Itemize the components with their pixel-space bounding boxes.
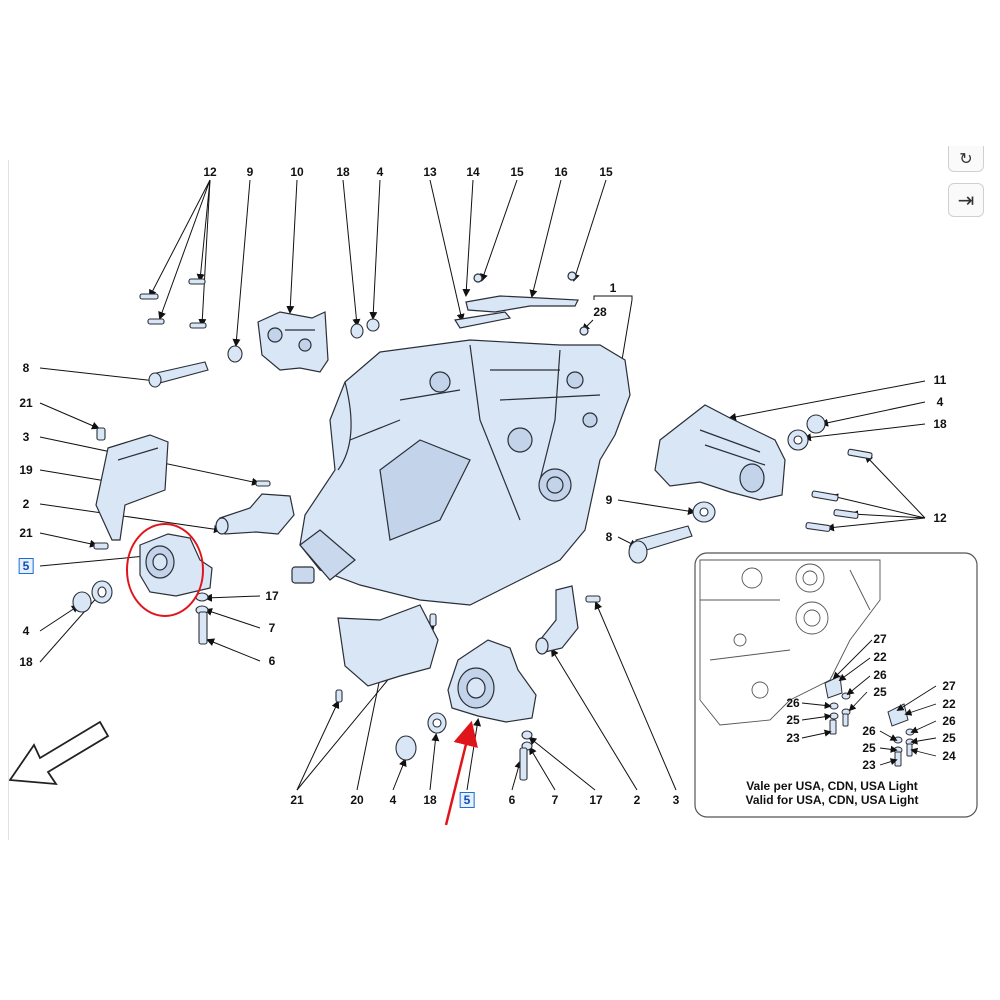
callout-19: 19 [19,463,33,477]
callout-23: 23 [786,731,800,745]
heat-shield-19 [95,434,169,541]
callout-3: 3 [22,430,30,444]
callout-18: 18 [19,655,33,669]
callout-20: 20 [350,793,364,807]
rotate-button[interactable]: ↻ [948,146,984,172]
arm-bracket-2-right [535,585,579,655]
callout-3: 3 [672,793,680,807]
callout-21: 21 [19,396,33,410]
bolts-and-washers [72,278,873,781]
callout-12: 12 [933,511,947,525]
callout-4: 4 [22,624,30,638]
callout-1: 1 [609,281,617,295]
callout-15: 15 [599,165,613,179]
expand-button[interactable]: ⇥ [948,183,984,217]
callout-2: 2 [633,793,641,807]
heat-shield-20 [337,604,439,687]
callout-9: 9 [246,165,254,179]
callout-4: 4 [376,165,384,179]
callout-25: 25 [942,731,956,745]
callout-8: 8 [605,530,613,544]
gearbox-housing [291,339,631,606]
mount-bracket-11 [654,404,786,501]
callout-27: 27 [942,679,956,693]
callout-25: 25 [786,713,800,727]
refresh-icon: ↻ [959,150,973,168]
callout-12: 12 [203,165,217,179]
callout-23: 23 [862,758,876,772]
callout-4: 4 [389,793,397,807]
callout-6: 6 [508,793,516,807]
callout-26: 26 [942,714,956,728]
inset-note-en: Valid for USA, CDN, USA Light [745,793,919,807]
callout-26: 26 [862,724,876,738]
callout-25: 25 [862,741,876,755]
engine-mount-5-left [139,533,213,597]
callout-18: 18 [933,417,947,431]
callout-8: 8 [22,361,30,375]
inset-note-it: Vale per USA, CDN, USA Light [746,779,918,793]
callout-5[interactable]: 5 [18,558,34,574]
callout-11: 11 [933,373,947,387]
callout-17: 17 [589,793,603,807]
callout-10: 10 [290,165,304,179]
direction-arrow-icon [8,720,110,786]
callout-18: 18 [423,793,437,807]
highlight-circle [126,523,204,617]
callout-7: 7 [268,621,276,635]
callout-4: 4 [936,395,944,409]
callout-26: 26 [873,668,887,682]
callout-15: 15 [510,165,524,179]
callout-26: 26 [786,696,800,710]
callout-22: 22 [942,697,956,711]
callout-22: 22 [873,650,887,664]
callout-5[interactable]: 5 [459,792,475,808]
arm-bracket-2-left [215,493,295,535]
callout-14: 14 [466,165,480,179]
callout-9: 9 [605,493,613,507]
callout-28: 28 [593,305,607,319]
callout-16: 16 [554,165,568,179]
viewer-frame [8,160,993,840]
support-bracket-10 [257,311,329,373]
callout-24: 24 [942,749,956,763]
callout-6: 6 [268,654,276,668]
callout-25: 25 [873,685,887,699]
plate-assembly-16 [454,271,589,336]
callout-13: 13 [423,165,437,179]
callout-18: 18 [336,165,350,179]
engine-mount-5-right [447,639,537,723]
callout-21: 21 [19,526,33,540]
callout-2: 2 [22,497,30,511]
callout-17: 17 [265,589,279,603]
red-pointer-arrow [444,720,478,826]
callout-21: 21 [290,793,304,807]
expand-arrow-icon: ⇥ [957,189,975,212]
inset-detail-box [694,552,978,818]
callout-7: 7 [551,793,559,807]
callout-27: 27 [873,632,887,646]
